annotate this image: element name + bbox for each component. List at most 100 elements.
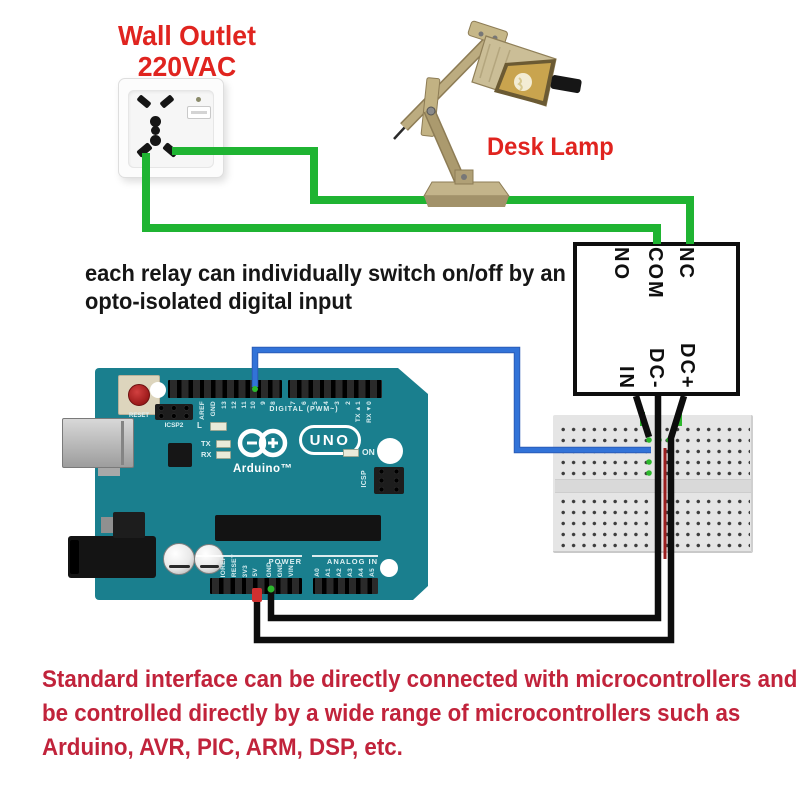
lamp-bulb xyxy=(514,73,532,91)
digital-pin-label-10: 10 xyxy=(250,401,257,409)
relay-note-line2: opto-isolated digital input xyxy=(85,288,353,314)
lamp-power-cord xyxy=(393,49,485,140)
lamp-post xyxy=(424,108,469,192)
power-pin-label-gnd-5: GND xyxy=(277,561,284,577)
reset-button-cap xyxy=(128,384,150,406)
lamp-hinge-screw-2 xyxy=(492,35,498,41)
digital-pin-label-6: 6 xyxy=(301,401,308,405)
dc-jack-opening xyxy=(70,540,79,574)
icsp-label: ICSP xyxy=(361,470,368,488)
footer-text: Standard interface can be directly conne… xyxy=(42,663,797,765)
digital-pin-label-12: 12 xyxy=(231,401,238,409)
power-pin-label-3v3-2: 3V3 xyxy=(242,564,249,577)
analog-pin-label-a1: A1 xyxy=(325,568,332,577)
icsp2-label: ICSP2 xyxy=(164,422,184,429)
mounting-hole-bottom-right xyxy=(380,559,398,577)
digital-pin-label-8: 8 xyxy=(270,401,277,405)
digital-pin-label-2: 2 xyxy=(345,401,352,405)
digital-pin-label-aref: AREF xyxy=(199,401,206,420)
usb-connector xyxy=(62,418,134,468)
voltage-regulator xyxy=(113,512,145,538)
analog-pin-label-a3: A3 xyxy=(347,568,354,577)
analog-pin-label-a2: A2 xyxy=(336,568,343,577)
arduino-brand-label: Arduino™ xyxy=(233,463,293,475)
led-tx xyxy=(216,440,231,448)
footer-line3: Arduino, AVR, PIC, ARM, DSP, etc. xyxy=(42,734,403,761)
power-pin-label-vin-6: VIN xyxy=(288,565,295,577)
analog-section-label: ANALOG IN xyxy=(326,557,378,566)
digital-pin-label-7: 7 xyxy=(290,401,297,405)
analog-pin-label-a0: A0 xyxy=(314,568,321,577)
lamp-hinge-screw-1 xyxy=(478,31,484,37)
uno-badge-label: UNO xyxy=(309,431,351,449)
lamp-shade-grain-2 xyxy=(488,46,501,83)
outlet-switch-slot xyxy=(191,111,207,114)
outlet-indicator-dot xyxy=(196,97,201,102)
capacitor-2 xyxy=(194,544,224,574)
relay-terminal-dcplus: DC+ xyxy=(676,343,698,390)
reset-label: RESET xyxy=(128,413,149,419)
analog-header xyxy=(313,578,378,594)
led-l xyxy=(210,422,227,431)
analog-pin-label-a4: A4 xyxy=(358,568,365,577)
regulator-tab xyxy=(101,517,113,533)
lamp-post-outline xyxy=(423,107,470,193)
usb-interface-chip xyxy=(168,443,192,467)
led-on xyxy=(343,449,359,457)
power-pin-label-reset-1: RESET xyxy=(231,553,238,577)
wall-outlet-title-line1: Wall Outlet xyxy=(118,20,256,51)
led-rx xyxy=(216,451,231,459)
digital-header-right xyxy=(288,380,382,398)
lamp-shade-grain-1 xyxy=(479,43,491,79)
mains-wire-outlet-to-lamp-to-relay-nc xyxy=(172,147,694,244)
digital-pin-label-gnd: GND xyxy=(210,401,217,417)
relay-terminal-no: NO xyxy=(610,247,632,281)
wall-outlet-title-line2: 220VAC xyxy=(137,51,237,83)
relay-terminal-nc: NC xyxy=(675,247,697,280)
atmega-chip xyxy=(215,515,381,541)
footer-line1: Standard interface can be directly conne… xyxy=(42,666,798,693)
digital-pin-label-5: 5 xyxy=(312,401,319,405)
digital-pin-label-9: 9 xyxy=(260,401,267,405)
capacitor-2-seam xyxy=(200,565,219,568)
dc-power-jack xyxy=(68,536,156,578)
lamp-base-riser xyxy=(454,169,474,185)
power-pin-label-gnd-4: GND xyxy=(266,561,273,577)
digital-pin-label-rx0: RX◂0 xyxy=(366,401,373,423)
lamp-joint-screw xyxy=(426,106,436,116)
lamp-arm-outline xyxy=(400,29,500,131)
desk-lamp-label: Desk Lamp xyxy=(487,133,614,161)
led-on-label: ON xyxy=(362,447,375,457)
digital-pin-label-4: 4 xyxy=(323,401,330,405)
wall-outlet-title: Wall Outlet 220VAC xyxy=(92,20,282,83)
digital-pin-label-3: 3 xyxy=(334,401,341,405)
lamp-base-screw xyxy=(461,174,467,180)
led-l-label: L xyxy=(197,421,202,430)
relay-terminal-com: COM xyxy=(644,247,666,300)
digital-pin-label-13: 13 xyxy=(221,401,228,409)
lamp-arm xyxy=(401,30,499,130)
power-pin-label-5v-3: 5V xyxy=(252,568,259,577)
lamp-top-hinge xyxy=(467,20,508,47)
power-section-line xyxy=(196,555,302,557)
lamp-shade xyxy=(471,35,557,107)
digital-section-label: DIGITAL (PWM~) xyxy=(269,406,339,413)
outlet-center-hole-bottom xyxy=(150,135,161,146)
mounting-hole-right xyxy=(377,438,403,464)
mounting-hole-top-left xyxy=(150,382,166,398)
led-rx-label: RX xyxy=(201,450,212,459)
breadboard-holes-top xyxy=(558,424,750,480)
capacitor-1 xyxy=(163,543,195,575)
breadboard-center-groove xyxy=(555,479,751,493)
relay-note-text: each relay can individually switch on/of… xyxy=(85,259,566,315)
lamp-shade-grain-3 xyxy=(497,49,511,86)
relay-note-line1: each relay can individually switch on/of… xyxy=(85,260,566,286)
lamp-base-top xyxy=(423,181,510,197)
relay-terminal-in: IN xyxy=(615,366,637,390)
power-header xyxy=(210,578,302,594)
relay-terminal-dcminus: DC- xyxy=(645,348,667,390)
power-pin-label-ioref-0: IOREF xyxy=(220,555,227,577)
outlet-center-hole-top xyxy=(150,116,161,127)
digital-header-left xyxy=(168,380,282,398)
